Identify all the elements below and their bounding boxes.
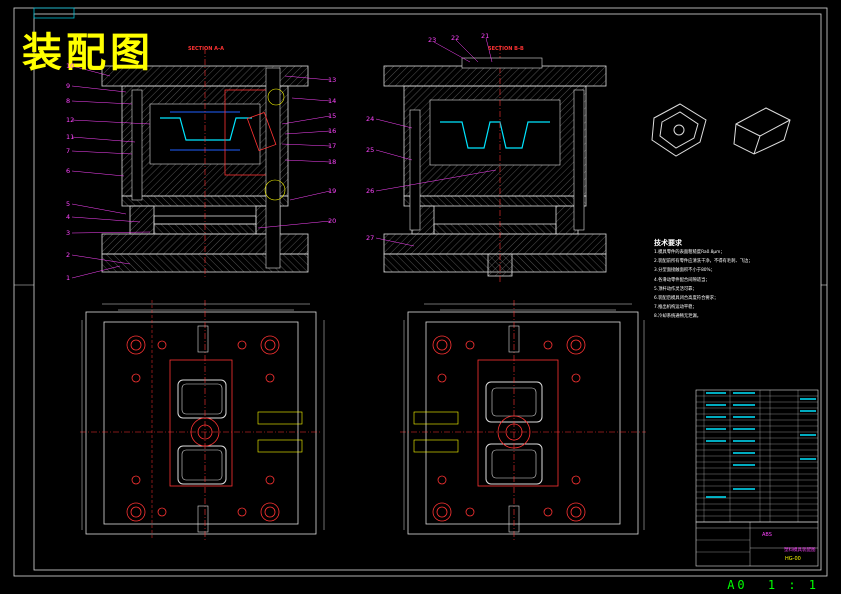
paper-size: A0 [727,578,748,592]
callout-6: 6 [66,167,71,175]
callout-leaders-a [71,65,331,279]
callout-15: 15 [328,112,337,120]
note-line: 5.顶杆动作灵活可靠； [654,286,697,292]
callout-25: 25 [366,146,375,154]
callout-9: 9 [66,82,71,90]
callout-10: 10 [66,62,75,70]
corner-mark [33,7,75,19]
technical-notes: 技术要求 1.模具零件的表面粗糙度Ra0.8µm； 2.装配前所有零件应清洗干净… [654,238,804,322]
note-line: 8.冷却系统通畅无泄漏。 [654,314,702,320]
callout-4: 4 [66,213,71,221]
parts-list-table [695,389,819,523]
note-line: 3.分型面接触面积不小于80%； [654,268,715,274]
part-isometric-views [651,103,791,157]
callout-20: 20 [328,217,337,225]
callout-18: 18 [328,158,337,166]
section-b-view [383,45,607,282]
callout-13: 13 [328,76,337,84]
callout-16: 16 [328,127,337,135]
sheet-border-inner [33,13,822,571]
notes-title: 技术要求 [654,239,682,247]
callout-3: 3 [66,229,71,237]
callout-11: 11 [66,133,75,141]
callout-23: 23 [428,36,437,44]
section-a-view [101,48,309,278]
callout-27: 27 [366,234,375,242]
status-bar: A0 1 : 1 [717,578,819,592]
callout-17: 17 [328,142,337,150]
plan-view-fixed-half [400,300,646,540]
callout-19: 19 [328,187,337,195]
section-b-label: SECTION B-B [488,46,524,52]
title-block-material: ABS [762,532,772,538]
title-block [695,521,819,567]
plan-view-moving-half [80,300,325,540]
callout-2: 2 [66,251,71,259]
drawing-title: 装配图 [22,30,154,76]
note-line: 6.装配后模具闭合高度符合要求； [654,296,719,302]
note-line: 7.推出机构运动平稳； [654,305,697,311]
callout-1: 1 [66,274,71,282]
callout-26: 26 [366,187,375,195]
callout-22: 22 [451,34,460,42]
scale-readout: 1 : 1 [767,578,819,592]
sheet-border-outer [13,7,828,577]
callout-5: 5 [66,200,71,208]
callout-8: 8 [66,97,71,105]
title-block-code: HG-00 [785,556,801,562]
note-line: 1.模具零件的表面粗糙度Ra0.8µm； [654,250,725,255]
callout-14: 14 [328,97,337,105]
callout-7: 7 [66,147,71,155]
section-a-label: SECTION A-A [188,46,224,52]
note-line: 4.各滑动零件配合间隙适当； [654,277,710,283]
title-block-name: 塑料模具装配图 [784,548,816,553]
note-line: 2.装配前所有零件应清洗干净，不得有毛刺、飞边； [654,259,753,265]
callout-12: 12 [66,116,75,124]
callout-leaders-b [375,37,497,247]
callout-24: 24 [366,115,375,123]
callout-21: 21 [481,32,490,40]
